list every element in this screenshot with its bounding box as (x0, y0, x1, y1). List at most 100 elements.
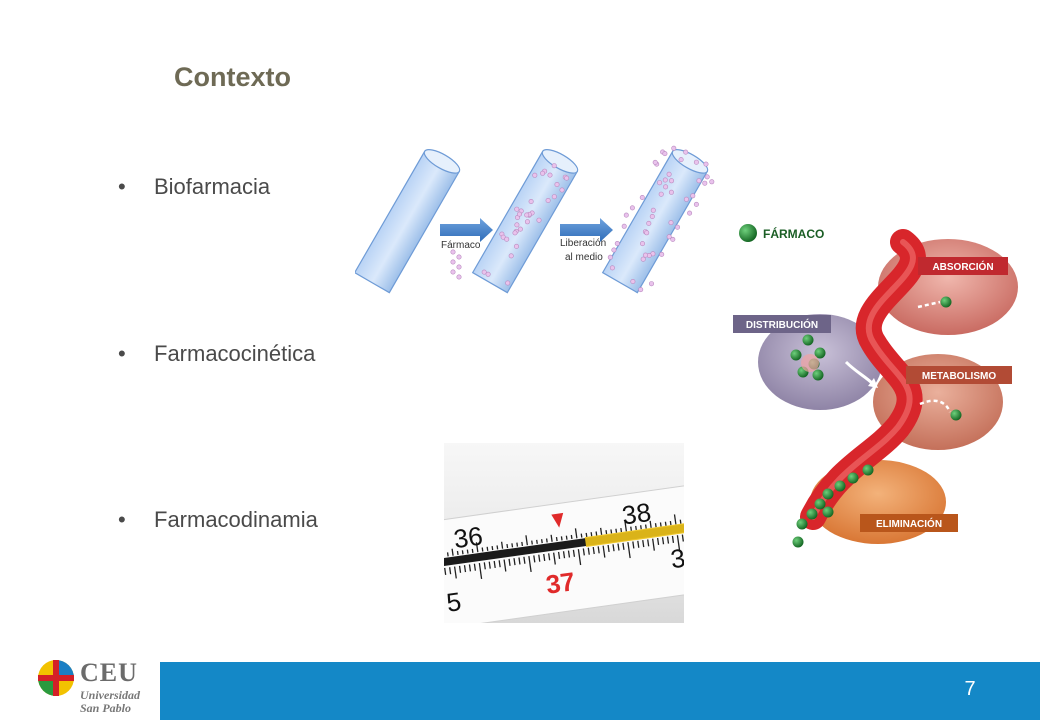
particle-dot (514, 243, 520, 249)
particle-dot (545, 197, 551, 203)
svg-text:ELIMINACIÓN: ELIMINACIÓN (876, 517, 942, 530)
particle-dot (709, 179, 715, 185)
particle-dot (456, 254, 462, 260)
ceu-logo: CEU Universidad San Pablo (34, 654, 154, 716)
particle-dot (683, 149, 689, 155)
adme-figure: FÁRMACO ABSORCIÓN DISTRIBUCIÓN METABOLIS… (733, 224, 1018, 548)
drug-particles (790, 296, 962, 548)
drug-particle-icon (862, 464, 874, 476)
thermo-number: 38 (620, 497, 653, 531)
absorption-label: ABSORCIÓN (918, 257, 1008, 275)
drug-particle-icon (806, 508, 818, 520)
drug-particle-icon (790, 349, 802, 361)
drug-particle-icon (822, 488, 834, 500)
particle-dot (528, 198, 534, 204)
particle-dot (481, 269, 487, 275)
particle-dot (564, 175, 570, 181)
drug-particle-icon (834, 480, 846, 492)
particle-dot (547, 172, 553, 178)
particle-dot (668, 178, 674, 184)
marker-icon (551, 512, 564, 528)
particle-dot (607, 254, 613, 260)
drug-particle-icon (847, 472, 859, 484)
drug-particle-icon (822, 506, 834, 518)
particle-dot (623, 212, 629, 218)
arrow-icon (440, 218, 493, 242)
label-release: Liberación (560, 238, 606, 249)
particle-dot (671, 145, 677, 151)
drug-particle-icon (812, 369, 824, 381)
particle-dot (450, 249, 456, 255)
particle-dot (649, 214, 655, 220)
drug-particles (450, 145, 715, 293)
particle-dot (662, 151, 668, 157)
particle-dot (668, 189, 674, 195)
particle-dot (456, 264, 462, 270)
particle-dot (514, 206, 520, 212)
particle-dot (621, 223, 627, 229)
particle-dot (559, 187, 565, 193)
particle-dot (517, 211, 523, 217)
particle-dot (639, 194, 645, 200)
particle-dot (504, 236, 510, 242)
particle-dot (551, 163, 557, 169)
particle-dot (678, 157, 684, 163)
particle-dot (703, 161, 709, 167)
particle-dot (450, 269, 456, 275)
particle-dot (630, 279, 636, 285)
svg-text:DISTRIBUCIÓN: DISTRIBUCIÓN (746, 318, 818, 331)
distribution-label: DISTRIBUCIÓN (733, 315, 831, 333)
drug-particle-icon (940, 296, 952, 308)
arrow-icon (560, 218, 613, 242)
particle-dot (485, 271, 491, 277)
particle-dot (702, 180, 708, 186)
particle-dot (687, 210, 693, 216)
particle-dot (524, 219, 530, 225)
particle-dot (658, 191, 664, 197)
bullet-label: Biofarmacia (154, 174, 271, 199)
particle-dot (652, 159, 658, 165)
thermo-number: 5 (445, 586, 464, 618)
slide-title: Contexto (174, 62, 291, 92)
logo-mark-icon (38, 660, 74, 696)
drug-particle-icon (814, 347, 826, 359)
drug-particle-icon (739, 224, 757, 242)
svg-text:METABOLISMO: METABOLISMO (922, 371, 996, 382)
particle-dot (514, 222, 520, 228)
particle-dot (659, 251, 665, 257)
particle-dot (642, 252, 648, 258)
particle-dot (704, 174, 710, 180)
bullet-item: • Biofarmacia (118, 174, 270, 200)
particle-dot (508, 253, 514, 259)
drug-particle-icon (814, 498, 826, 510)
particle-dot (524, 212, 530, 218)
particle-dot (674, 224, 680, 230)
logo-name: CEU (80, 658, 138, 687)
bullet-item: •Farmacodinamia (118, 507, 318, 533)
svg-text:ABSORCIÓN: ABSORCIÓN (932, 260, 993, 273)
particle-dot (693, 201, 699, 207)
particle-dot (696, 178, 702, 184)
particle-dot (505, 280, 511, 286)
drug-particle-icon (796, 518, 808, 530)
thermometer-photo: 36 38 37 5 3 (444, 443, 684, 623)
particle-dot (512, 230, 518, 236)
bullet-dot: • (118, 174, 126, 199)
particle-dot (611, 247, 617, 253)
particle-dot (540, 170, 546, 176)
particle-dot (639, 241, 645, 247)
bullet-dot: • (118, 507, 126, 532)
drug-particle-icon (802, 334, 814, 346)
particle-dot (657, 180, 663, 186)
thermo-number: 3 (669, 543, 684, 575)
particle-dot (644, 230, 650, 236)
particle-dot (693, 159, 699, 165)
bullet-dot: • (118, 341, 126, 366)
particle-dot (554, 181, 560, 187)
particle-dot (650, 207, 656, 213)
bullet-item: • Farmacocinética (118, 341, 315, 367)
page-number: 7 (964, 678, 976, 700)
bullet-label: Farmacocinética (154, 341, 316, 366)
particle-dot (536, 217, 542, 223)
